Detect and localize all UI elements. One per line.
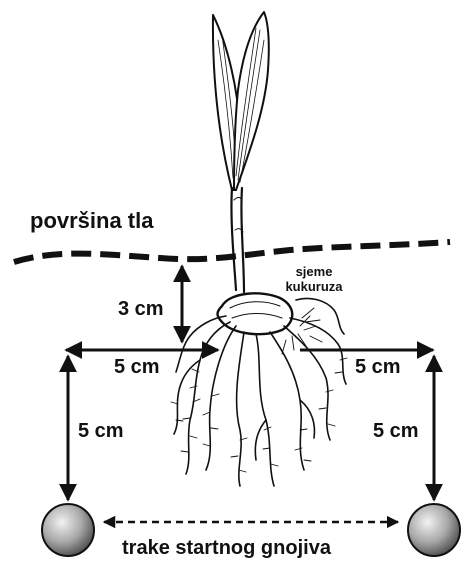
fertilizer-bands-label: trake startnog gnojiva (122, 537, 331, 560)
vertical-distance-label-left: 5 cm (78, 420, 124, 443)
seed-label-line2: kukuruza (274, 279, 354, 294)
fertilizer-band-left (42, 504, 94, 556)
seed-label-line1: sjeme (274, 264, 354, 279)
vertical-distance-label-right: 5 cm (373, 420, 419, 443)
seed-label: sjeme kukuruza (274, 264, 354, 294)
horizontal-distance-label-right: 5 cm (355, 356, 401, 379)
depth-label: 3 cm (118, 298, 164, 321)
leaf-right (234, 12, 269, 190)
soil-surface-label: površina tla (30, 208, 153, 234)
horizontal-distance-label-left: 5 cm (114, 356, 160, 379)
fertilizer-band-right (408, 504, 460, 556)
